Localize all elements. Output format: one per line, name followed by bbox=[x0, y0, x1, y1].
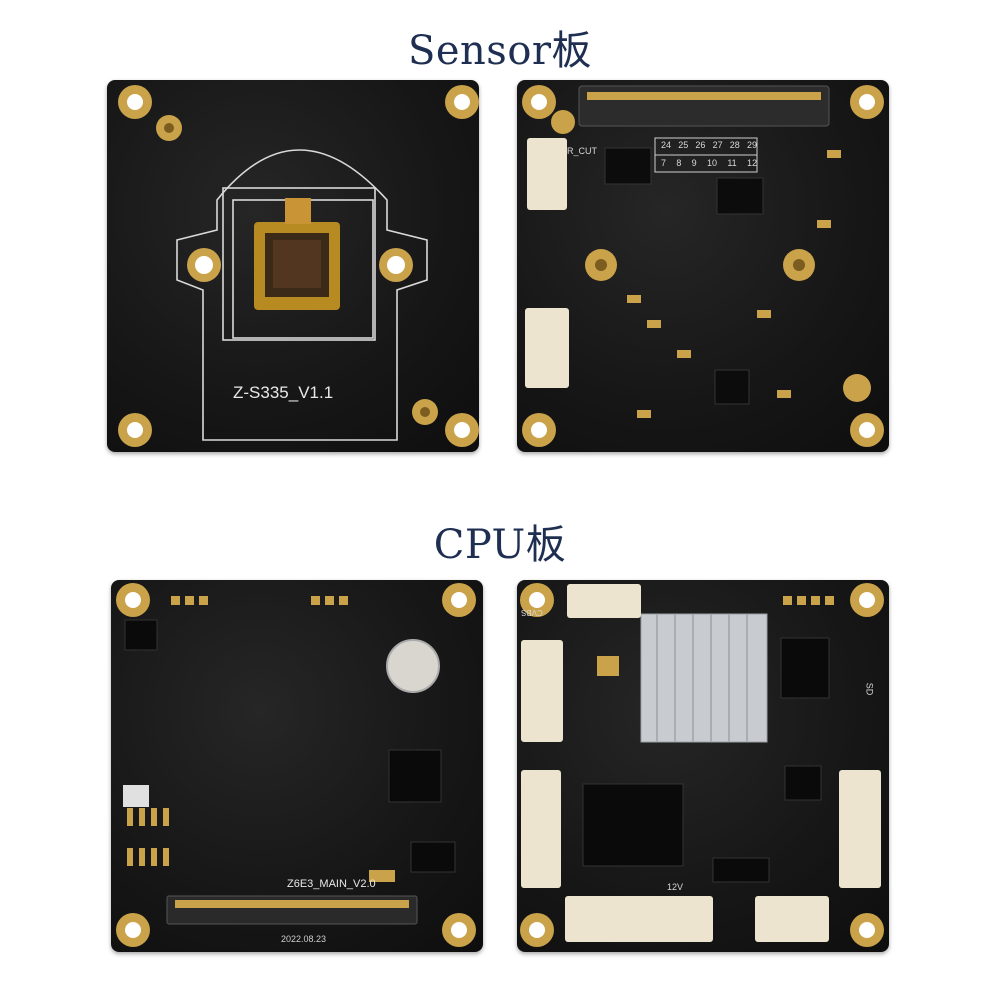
grid-bottom-6: 12 bbox=[746, 158, 757, 168]
grid-bottom-1: 7 bbox=[661, 158, 667, 168]
sensor-back-artwork bbox=[522, 85, 884, 447]
cpu-board-label: Z6E3_MAIN_V2.0 bbox=[287, 878, 376, 890]
sensor-front-artwork bbox=[118, 85, 479, 447]
grid-top-labels: 24 25 26 27 28 29 bbox=[661, 140, 757, 150]
grid-bottom-5: 11 bbox=[727, 158, 737, 168]
sd-label: SD bbox=[864, 682, 875, 696]
cpu-front-artwork bbox=[116, 583, 476, 947]
grid-top-3: 26 bbox=[695, 140, 706, 150]
sensor-board-back: R_CUT 24 25 26 27 28 29 7 8 9 10 11 12 bbox=[517, 80, 889, 452]
cpu-board-heading: CPU板 bbox=[433, 522, 567, 568]
grid-top-6: 29 bbox=[746, 140, 757, 150]
cpu-board-date: 2022.08.23 bbox=[281, 934, 327, 944]
grid-top-5: 28 bbox=[729, 140, 740, 150]
grid-bottom-4: 10 bbox=[706, 158, 717, 168]
grid-bottom-3: 9 bbox=[691, 158, 697, 168]
cpu-back-artwork bbox=[520, 583, 884, 947]
sensor-board-heading: Sensor板 bbox=[407, 28, 593, 74]
grid-bottom-labels: 7 8 9 10 11 12 bbox=[661, 158, 757, 168]
grid-top-4: 27 bbox=[712, 140, 723, 150]
grid-top-2: 25 bbox=[678, 140, 689, 150]
grid-top-1: 24 bbox=[661, 140, 672, 150]
sensor-board-label: Z-S335_V1.1 bbox=[233, 383, 334, 402]
cvbs-label: CVBS bbox=[521, 608, 543, 617]
power-label: 12V bbox=[667, 882, 684, 892]
grid-bottom-2: 8 bbox=[676, 158, 682, 168]
cpu-board-back: 12V SD CVBS bbox=[517, 580, 889, 952]
sensor-board-front: Z-S335_V1.1 bbox=[107, 80, 479, 452]
ircut-label: R_CUT bbox=[567, 146, 598, 156]
cpu-board-front: Z6E3_MAIN_V2.0 2022.08.23 bbox=[111, 580, 483, 952]
